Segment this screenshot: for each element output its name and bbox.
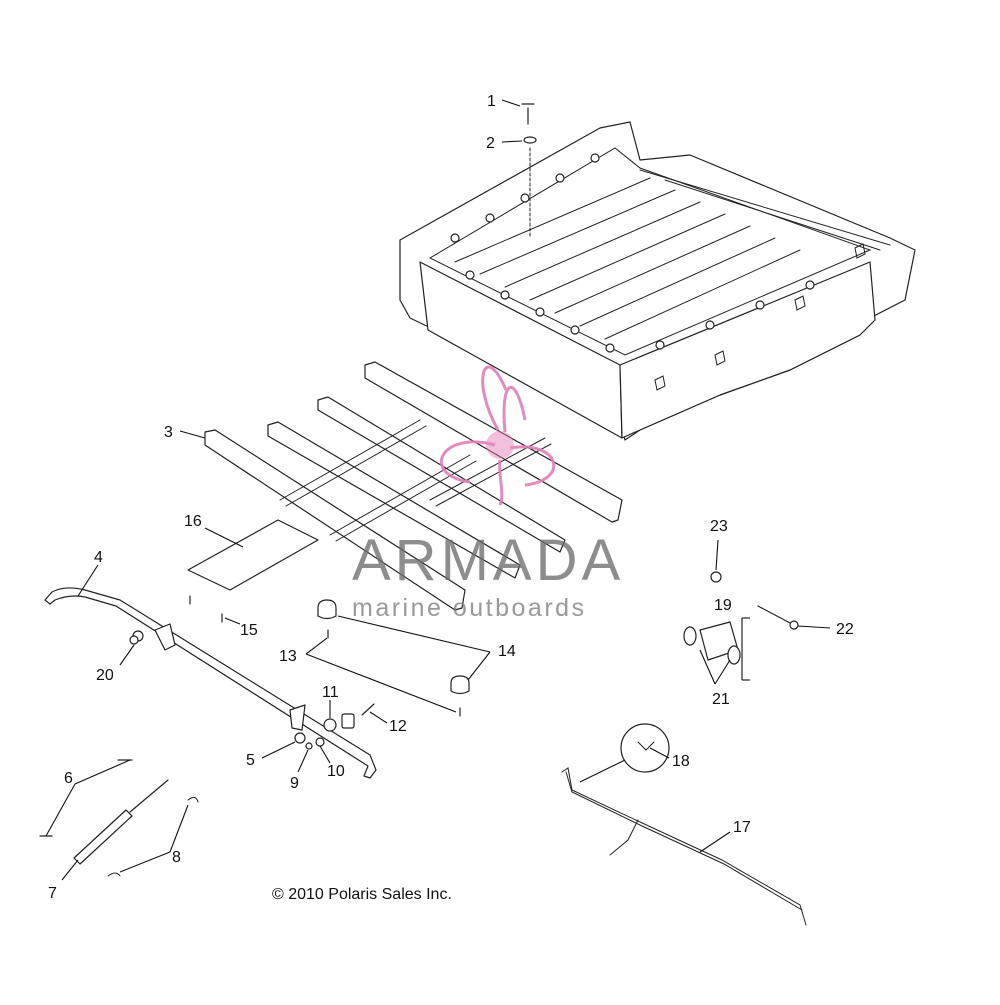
callout-20: 20 [96,667,114,684]
callout-10: 10 [327,763,345,780]
callout-2: 2 [486,135,495,152]
tube-assembly [44,587,377,779]
cargo-box [399,121,916,441]
bed-frame [204,361,623,611]
callout-7: 7 [48,885,57,902]
callout-labels: 1 2 3 4 5 6 7 8 9 10 11 12 13 14 15 16 1… [48,93,854,902]
callout-22: 22 [836,621,854,638]
hardware [39,103,799,877]
armada-watermark: ARMADA marine outboards [352,365,624,622]
callout-17: 17 [733,819,751,836]
callout-18: 18 [672,753,690,770]
callout-3: 3 [164,424,173,441]
callout-23: 23 [710,518,728,535]
watermark-tagline: marine outboards [352,594,587,622]
callout-5: 5 [246,752,255,769]
callout-14: 14 [498,643,516,660]
callout-13: 13 [279,648,297,665]
floor-ribs [454,169,891,340]
callout-19: 19 [714,597,732,614]
callout-16: 16 [184,513,202,530]
leader-lines [45,99,831,881]
callout-11: 11 [322,684,339,701]
armada-propeller-logo [439,365,556,506]
callout-4: 4 [94,549,103,566]
skid-plate [187,519,319,591]
callout-21: 21 [712,691,730,708]
callout-12: 12 [389,718,407,735]
copyright-notice: © 2010 Polaris Sales Inc. [272,886,452,903]
rim-holes [450,153,815,353]
wire-harness [561,723,807,926]
callout-1: 1 [487,93,496,110]
callout-8: 8 [172,849,181,866]
callout-6: 6 [64,770,73,787]
watermark-brand: ARMADA [352,528,624,593]
callout-9: 9 [290,775,299,792]
callout-15: 15 [240,622,258,639]
